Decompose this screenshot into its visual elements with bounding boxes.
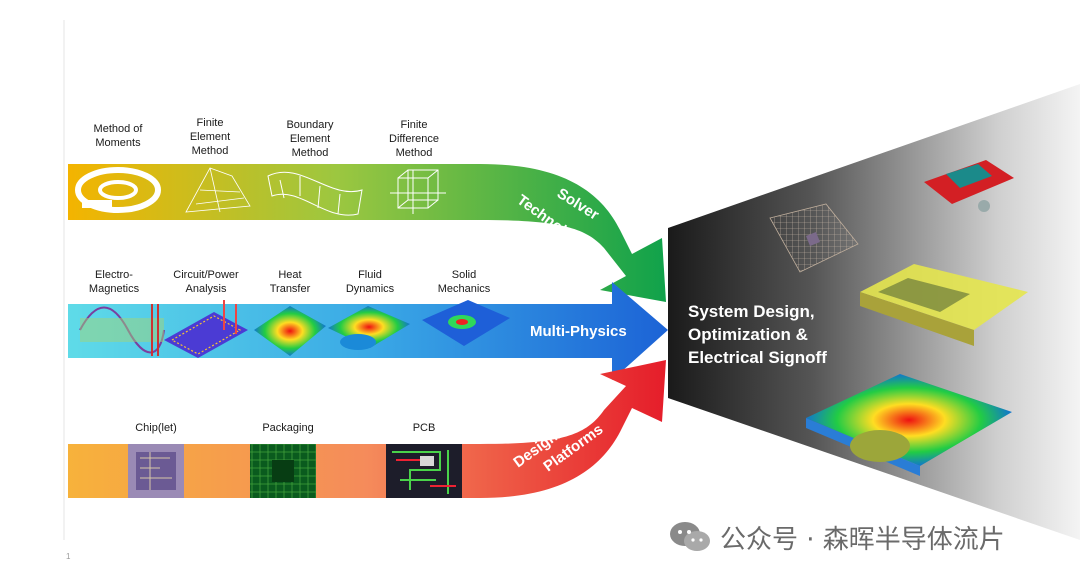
solver-label-fem: Finite Element Method (189, 117, 231, 157)
page-number: 1 (66, 552, 71, 561)
fdm-image (390, 169, 446, 214)
design-band (68, 360, 666, 498)
circuit-image (164, 300, 248, 358)
design-label-packaging: Packaging (262, 422, 314, 434)
design-label-pcb: PCB (412, 422, 436, 434)
fem-image (185, 167, 251, 213)
physics-label-solid: Solid Mechanics (437, 269, 491, 295)
pcb-image (386, 444, 462, 498)
design-label-chip: Chip(let) (135, 422, 177, 434)
solver-label-mom: Method of Moments (93, 123, 143, 149)
board-top-right (924, 160, 1014, 212)
solver-label-fdm: Finite Difference Method (389, 119, 439, 159)
solver-label-bem: Boundary Element Method (286, 119, 334, 159)
package-grid (769, 203, 859, 273)
physics-label-fluid: Fluid Dynamics (345, 269, 395, 295)
solid-image (422, 300, 510, 346)
solver-band (68, 164, 666, 302)
em-image (79, 304, 165, 356)
bem-image (267, 171, 363, 216)
physics-arrow-text: Multi-Physics (530, 323, 627, 340)
packaging-image (250, 444, 316, 498)
pcb-module (860, 264, 1028, 346)
physics-label-em: Electro- Magnetics (88, 269, 140, 295)
watermark: 公众号 · 森晖半导体流片 (668, 520, 1058, 555)
physics-label-circuit: Circuit/Power Analysis (173, 269, 239, 295)
system-design-text: System Design, Optimization & Electrical… (688, 302, 827, 367)
physics-label-heat: Heat Transfer (269, 269, 311, 295)
chip-image (128, 444, 184, 498)
wechat-icon (670, 522, 710, 551)
thermal-model (806, 374, 1012, 476)
fluid-image (328, 306, 410, 350)
watermark-text: 公众号 · 森晖半导体流片 (720, 524, 1005, 555)
heat-image (254, 306, 326, 356)
mom-image (75, 167, 161, 213)
